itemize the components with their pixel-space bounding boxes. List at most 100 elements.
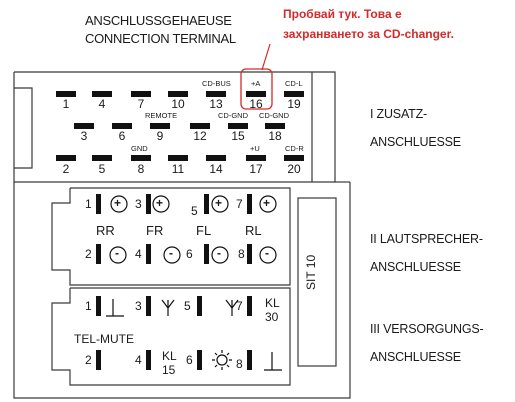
- ground-icon-1: [106, 299, 124, 317]
- zusatz-label-1: I ZUSATZ-: [370, 107, 427, 121]
- plus-circle-5: [211, 195, 229, 213]
- plus-sign: +: [263, 196, 271, 210]
- spk-pin-bar-2: [96, 244, 101, 264]
- kl15-line-2: 15: [162, 363, 176, 377]
- pin-number: 16: [249, 97, 263, 111]
- pin-number: 12: [193, 129, 207, 143]
- lamp-icon-6: [216, 354, 228, 366]
- pin-bar-12: [190, 123, 210, 129]
- note-line-2: захранването за CD-changer.: [283, 27, 454, 41]
- channel-fr: FR: [146, 223, 164, 238]
- pin-number: 19: [287, 97, 301, 111]
- speaker-block-outline: [51, 187, 291, 286]
- spk-pin-bar-1: [96, 194, 101, 214]
- pin-bar-6: [112, 123, 132, 129]
- sup-pin-number: 3: [135, 299, 142, 313]
- pin-number: 1: [62, 97, 70, 111]
- sup-pin-number: 2: [85, 353, 92, 367]
- sup-pin-bar-5: [197, 296, 202, 316]
- pin-bar-4: [92, 91, 112, 97]
- spk-pin-bar-4: [146, 244, 151, 264]
- sup-pin-bar-7: [247, 296, 252, 316]
- pin-number: 11: [171, 162, 185, 176]
- sup-pin-bar-6: [197, 350, 202, 370]
- sup-pin-number: 1: [85, 299, 92, 313]
- label-remote: REMOTE: [145, 111, 178, 120]
- spk-pin-number: 3: [135, 197, 142, 211]
- pin-bar-16: [246, 91, 266, 97]
- sup-pin-bar-3: [146, 296, 151, 316]
- pin-bar-1: [56, 91, 76, 97]
- pin-bar-7: [131, 91, 151, 97]
- minus-sign: -: [115, 246, 119, 260]
- minus-circle-2: [109, 246, 127, 264]
- minus-circle-8: [259, 246, 277, 264]
- supply-block-outline: [51, 287, 291, 386]
- pin-number: 10: [171, 97, 185, 111]
- kl15-line-1: KL: [162, 349, 177, 363]
- pin-number: 4: [98, 97, 106, 111]
- sup-pin-number: 4: [135, 353, 142, 367]
- minus-circle-4: [163, 246, 181, 264]
- spk-pin-number: 5: [191, 204, 198, 218]
- pin-bar-14: [206, 155, 226, 161]
- pin-bar-19: [284, 91, 304, 97]
- spk-pin-number: 6: [186, 247, 193, 261]
- pin-number: 5: [98, 162, 106, 176]
- pin-number: 9: [156, 129, 164, 143]
- pin-number: 6: [118, 129, 126, 143]
- label-cd-gnd-2: CD-GND: [259, 111, 289, 120]
- label-cd-l: CD-L: [285, 79, 303, 88]
- sit10-label: SIT 10: [304, 254, 318, 290]
- label-plus-u: +U: [250, 144, 260, 153]
- lower-housing-outline: [13, 182, 351, 399]
- label-cd-r: CD-R: [285, 144, 304, 153]
- pin-bar-3: [74, 123, 94, 129]
- title-line-2: CONNECTION TERMINAL: [85, 31, 236, 46]
- kl30-line-1: KL: [265, 296, 280, 310]
- spk-pin-bar-5: [204, 194, 209, 214]
- spk-pin-number: 2: [85, 247, 92, 261]
- pin-number: 18: [268, 129, 282, 143]
- spk-pin-bar-6: [204, 244, 209, 264]
- channel-rl: RL: [245, 223, 262, 238]
- plus-sign: +: [215, 196, 223, 210]
- plus-circle-1: [110, 195, 128, 213]
- sup-pin-bar-2: [96, 350, 101, 370]
- spk-pin-number: 1: [85, 197, 92, 211]
- minus-sign: -: [265, 246, 269, 260]
- label-cd-bus: CD-BUS: [202, 79, 231, 88]
- pin-bar-15: [228, 123, 248, 129]
- spk-pin-bar-3: [146, 194, 151, 214]
- title-line-1: ANSCHLUSSGEHAEUSE: [85, 13, 232, 28]
- sup-pin-bar-4: [146, 350, 151, 370]
- pin-number: 8: [137, 162, 145, 176]
- pin-bar-2: [56, 155, 76, 161]
- ground-icon-8: [264, 352, 282, 371]
- sup-pin-number: 5: [184, 299, 191, 313]
- pin-bar-17: [246, 155, 266, 161]
- spk-pin-number: 8: [238, 247, 245, 261]
- highlight-pointer: [261, 43, 271, 71]
- pin-bar-5: [92, 155, 112, 161]
- minus-circle-6: [211, 246, 229, 264]
- plus-circle-3: [152, 195, 170, 213]
- lautsprecher-label-2: ANSCHLUESSE: [370, 260, 461, 274]
- pin-bar-11: [168, 155, 188, 161]
- versorgung-label-1: III VERSORGUNGS-: [370, 322, 484, 336]
- tel-mute-label: TEL-MUTE: [74, 332, 134, 346]
- lamp-rays: [212, 350, 232, 370]
- pin-bar-13: [206, 91, 226, 97]
- pin-bar-8: [131, 155, 151, 161]
- pin-number: 2: [62, 162, 70, 176]
- sup-pin-number: 7: [236, 299, 243, 313]
- note-line-1: Пробвай тук. Това е: [283, 7, 402, 21]
- label-cd-gnd-1: CD-GND: [218, 111, 248, 120]
- pin-bar-10: [168, 91, 188, 97]
- sup-pin-number: 6: [186, 353, 193, 367]
- plus-sign: +: [114, 196, 122, 210]
- pin-number: 17: [249, 162, 263, 176]
- spk-pin-number: 7: [236, 197, 243, 211]
- plus-circle-7: [259, 195, 277, 213]
- pin-number: 15: [231, 129, 245, 143]
